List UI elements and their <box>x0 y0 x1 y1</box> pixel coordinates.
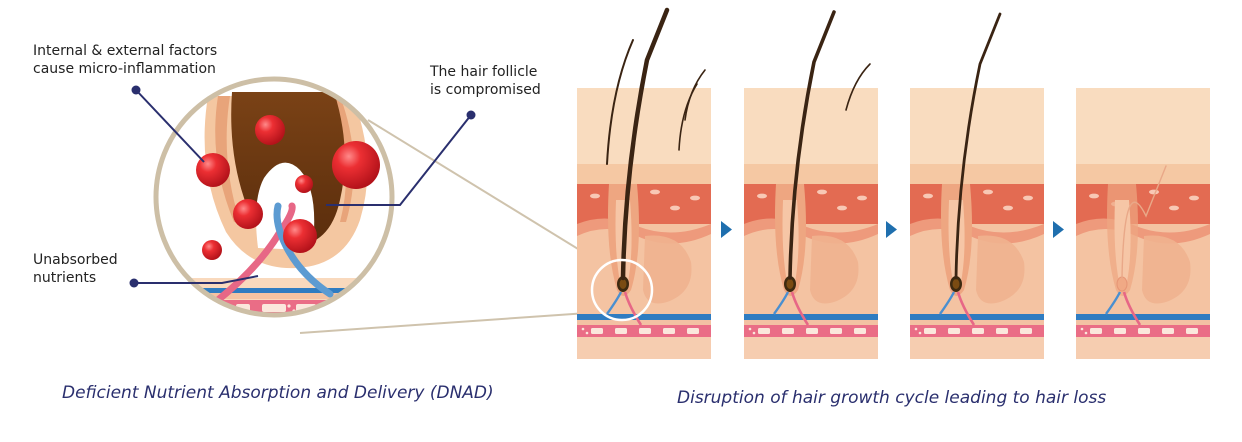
label-inflammation-factors: Internal & external factors cause micro-… <box>33 42 243 78</box>
inflammation-particles <box>196 115 380 260</box>
label-follicle-compromised: The hair follicle is compromised <box>430 63 550 99</box>
hair-cycle-panel-1 <box>577 7 711 359</box>
leader-dot-nutrients <box>129 278 139 288</box>
magnifier-connector-bottom <box>299 311 603 334</box>
magnifier-zoom <box>153 76 395 318</box>
hair-cycle-panel-4 <box>1076 88 1210 359</box>
caption-dnad: Deficient Nutrient Absorption and Delive… <box>62 383 494 403</box>
leader-dot-factors <box>131 85 141 95</box>
label-nutrients-line2: nutrients <box>33 270 97 286</box>
leader-dot-follicle <box>466 110 476 120</box>
label-unabsorbed-nutrients: Unabsorbed nutrients <box>33 251 153 287</box>
label-follicle-line2: is compromised <box>430 82 541 98</box>
label-nutrients-line1: Unabsorbed <box>33 252 118 268</box>
magnifier-connector-top <box>367 119 610 269</box>
stage-arrow-3 <box>1053 221 1064 238</box>
label-factors-line2: cause micro-inflammation <box>33 61 216 77</box>
stage-arrow-1 <box>721 221 732 238</box>
label-factors-line1: Internal & external factors <box>33 43 218 59</box>
hair-cycle-panel-3 <box>910 12 1044 359</box>
zoom-highlight-circle <box>590 258 654 322</box>
hair-cycle-panels <box>577 7 1210 359</box>
leader-lines <box>134 89 472 284</box>
stage-arrow-2 <box>886 221 897 238</box>
hair-cycle-panel-2 <box>744 10 878 359</box>
caption-hair-loss: Disruption of hair growth cycle leading … <box>677 388 1107 408</box>
label-follicle-line1: The hair follicle <box>430 64 538 80</box>
